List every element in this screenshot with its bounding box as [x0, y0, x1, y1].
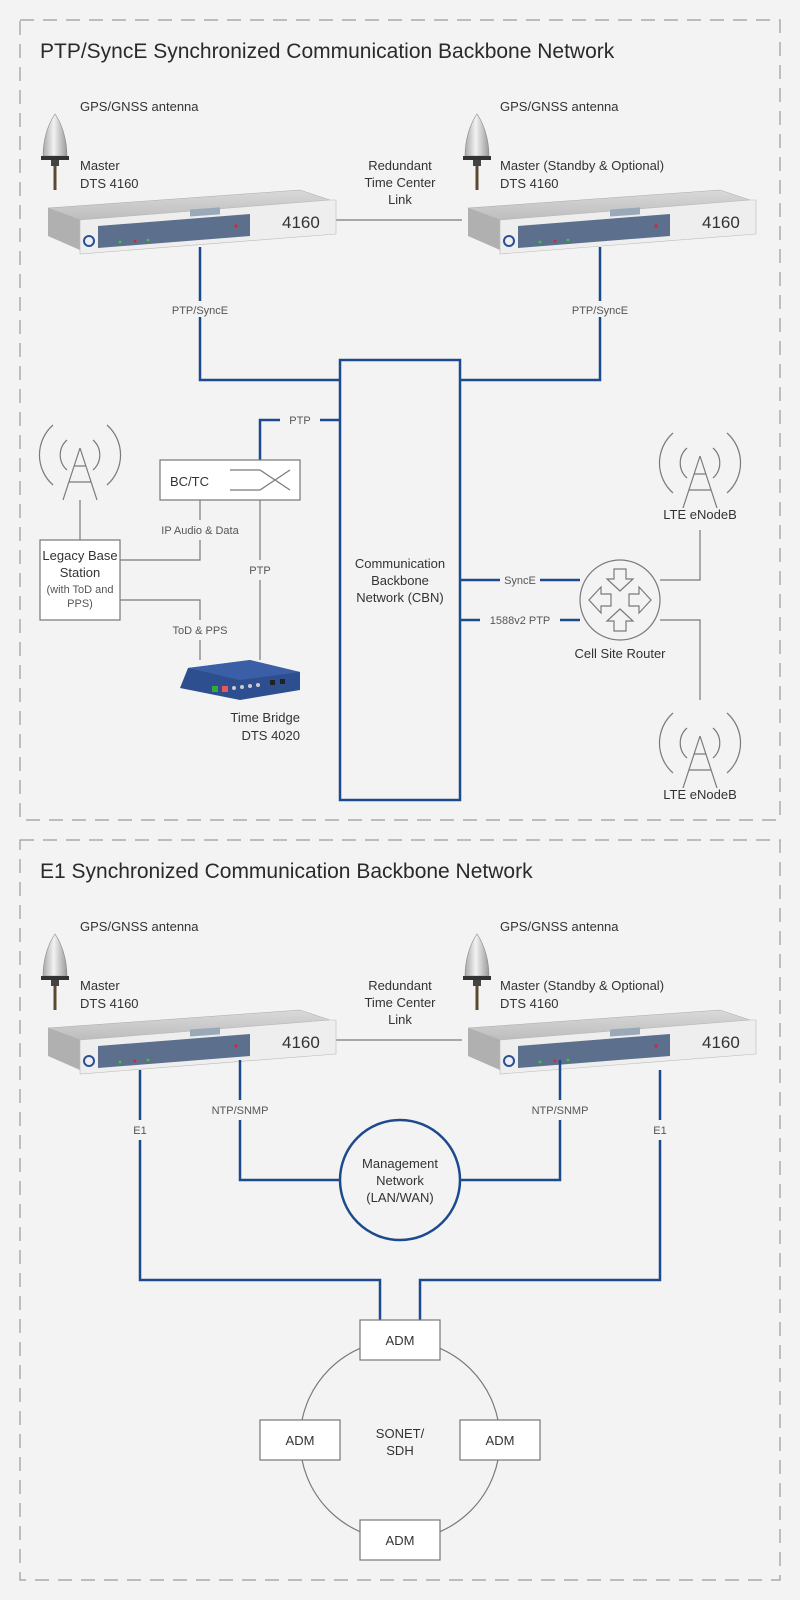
adm-label: ADM	[386, 1333, 415, 1348]
adm-box-left	[259, 1419, 341, 1461]
gps-antenna-icon	[462, 933, 492, 1011]
synce-label: SyncE	[504, 575, 536, 587]
management-label: (LAN/WAN)	[366, 1190, 433, 1205]
ntp-snmp-link-right	[460, 1060, 562, 1182]
device-display: 4160	[282, 1033, 320, 1052]
gps-antenna-icon	[462, 113, 492, 191]
section1-title: PTP/SyncE Synchronized Communication Bac…	[40, 40, 615, 63]
adm-box-right	[459, 1419, 541, 1461]
redundant-link-label: Time Center	[364, 175, 436, 190]
time-bridge-model: DTS 4020	[241, 728, 300, 743]
ptp-synce-label: PTP/SyncE	[572, 305, 628, 317]
ptp-label: PTP	[289, 415, 310, 427]
gps-antenna-icon	[40, 933, 70, 1011]
e1-link-left	[138, 1070, 382, 1320]
antenna-label: GPS/GNSS antenna	[500, 919, 619, 934]
bctc-box	[159, 459, 301, 501]
adm-label: ADM	[386, 1533, 415, 1548]
ptp-label: PTP	[249, 565, 270, 577]
gps-antenna-icon	[40, 113, 70, 191]
adm-box-bottom	[359, 1519, 441, 1561]
lte-label: LTE eNodeB	[663, 787, 736, 802]
redundant-link-label: Redundant	[368, 978, 432, 993]
adm-label: ADM	[286, 1433, 315, 1448]
standby-master-model: DTS 4160	[500, 176, 559, 191]
ring-label: SDH	[386, 1443, 413, 1458]
device-display: 4160	[282, 213, 320, 232]
legacy-label: Station	[60, 565, 100, 580]
ring-label: SONET/	[376, 1426, 425, 1441]
switch-icon	[230, 469, 291, 491]
ntp-snmp-label: NTP/SNMP	[532, 1105, 589, 1117]
adm-box-top	[359, 1319, 441, 1361]
device-display: 4160	[702, 213, 740, 232]
ptp-synce-link-right	[460, 247, 602, 382]
ip-audio-link	[120, 500, 201, 561]
tod-pps-link	[120, 599, 201, 660]
standby-master-model: DTS 4160	[500, 996, 559, 1011]
legacy-base-station-box	[39, 539, 121, 621]
bctc-label: BC/TC	[170, 474, 209, 489]
legacy-label: (with ToD and	[46, 584, 113, 596]
ptp-synce-link-left	[198, 247, 340, 382]
antenna-label: GPS/GNSS antenna	[80, 919, 199, 934]
master-model: DTS 4160	[80, 996, 139, 1011]
management-network-circle	[338, 1118, 462, 1242]
section2-title: E1 Synchronized Communication Backbone N…	[40, 860, 533, 883]
master-label: Master	[80, 158, 120, 173]
management-label: Network	[376, 1173, 424, 1188]
antenna-label: GPS/GNSS antenna	[500, 99, 619, 114]
redundant-link-label: Redundant	[368, 158, 432, 173]
ptp-synce-label: PTP/SyncE	[172, 305, 228, 317]
router-lte-link-bottom	[660, 619, 701, 700]
ip-audio-label: IP Audio & Data	[161, 525, 239, 537]
e1-label: E1	[133, 1125, 146, 1137]
antenna-label: GPS/GNSS antenna	[80, 99, 199, 114]
lte-label: LTE eNodeB	[663, 507, 736, 522]
legacy-label: Legacy Base	[42, 548, 117, 563]
section2-frame	[19, 839, 781, 1581]
tod-pps-label: ToD & PPS	[172, 625, 227, 637]
legacy-label: PPS)	[67, 598, 93, 610]
ntp-snmp-label: NTP/SNMP	[212, 1105, 269, 1117]
ptp-link-bctc	[258, 418, 280, 460]
lte-tower-icon	[658, 432, 742, 508]
ntp-snmp-link-left	[238, 1060, 340, 1182]
ptp1588-label: 1588v2 PTP	[490, 615, 551, 627]
management-label: Management	[362, 1156, 438, 1171]
time-bridge-label: Time Bridge	[230, 710, 300, 725]
master-label: Master	[80, 978, 120, 993]
redundant-link-label: Link	[388, 192, 412, 207]
e1-link-right	[418, 1070, 662, 1320]
device-display: 4160	[702, 1033, 740, 1052]
e1-label: E1	[653, 1125, 666, 1137]
cbn-label: Network (CBN)	[356, 590, 443, 605]
cbn-label: Backbone	[371, 573, 429, 588]
cell-site-router-icon	[579, 559, 661, 641]
adm-label: ADM	[486, 1433, 515, 1448]
redundant-link-label: Link	[388, 1012, 412, 1027]
section1-frame	[19, 19, 781, 821]
master-model: DTS 4160	[80, 176, 139, 191]
standby-master-label: Master (Standby & Optional)	[500, 158, 664, 173]
router-label: Cell Site Router	[574, 646, 666, 661]
legacy-tower-icon	[38, 424, 122, 500]
time-bridge-device	[180, 660, 300, 700]
cbn-label: Communication	[355, 556, 445, 571]
lte-tower-icon	[658, 712, 742, 788]
standby-master-label: Master (Standby & Optional)	[500, 978, 664, 993]
router-lte-link-top	[660, 530, 701, 581]
redundant-link-label: Time Center	[364, 995, 436, 1010]
